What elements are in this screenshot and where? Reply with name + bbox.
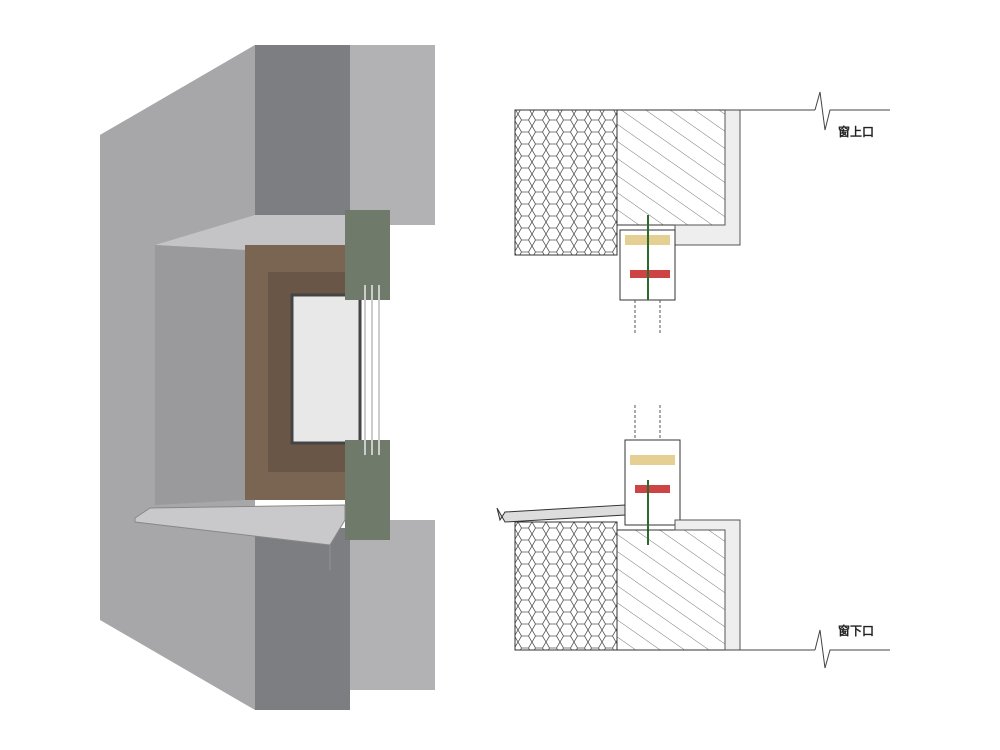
label-window-bottom: 窗下口 bbox=[838, 624, 875, 638]
concrete-hatch-top bbox=[616, 109, 726, 226]
frame-profile-top bbox=[345, 210, 390, 300]
concrete-cut-top bbox=[350, 45, 435, 225]
concrete-hatch-bottom bbox=[616, 529, 726, 651]
label-window-top: 窗上口 bbox=[838, 125, 875, 139]
insulation-cut-bottom bbox=[255, 528, 350, 710]
section-window-top bbox=[514, 91, 890, 335]
insulation-cut-top bbox=[255, 45, 350, 215]
break-line-top bbox=[814, 91, 890, 131]
opening-reveal-top bbox=[155, 215, 350, 250]
insulation-hatch-bottom bbox=[514, 521, 618, 651]
window-sill bbox=[134, 504, 346, 546]
window-profile-bottom bbox=[624, 439, 681, 526]
break-line-bottom bbox=[814, 629, 890, 669]
insulation-hatch-top bbox=[514, 109, 618, 256]
frame-profile-bottom bbox=[345, 440, 390, 540]
sill-flashing bbox=[496, 504, 626, 523]
window-glass bbox=[290, 293, 362, 445]
3d-wall-render bbox=[100, 45, 435, 710]
section-window-bottom bbox=[496, 405, 890, 669]
opening-reveal-side bbox=[155, 245, 245, 505]
concrete-cut-bottom bbox=[350, 520, 435, 690]
